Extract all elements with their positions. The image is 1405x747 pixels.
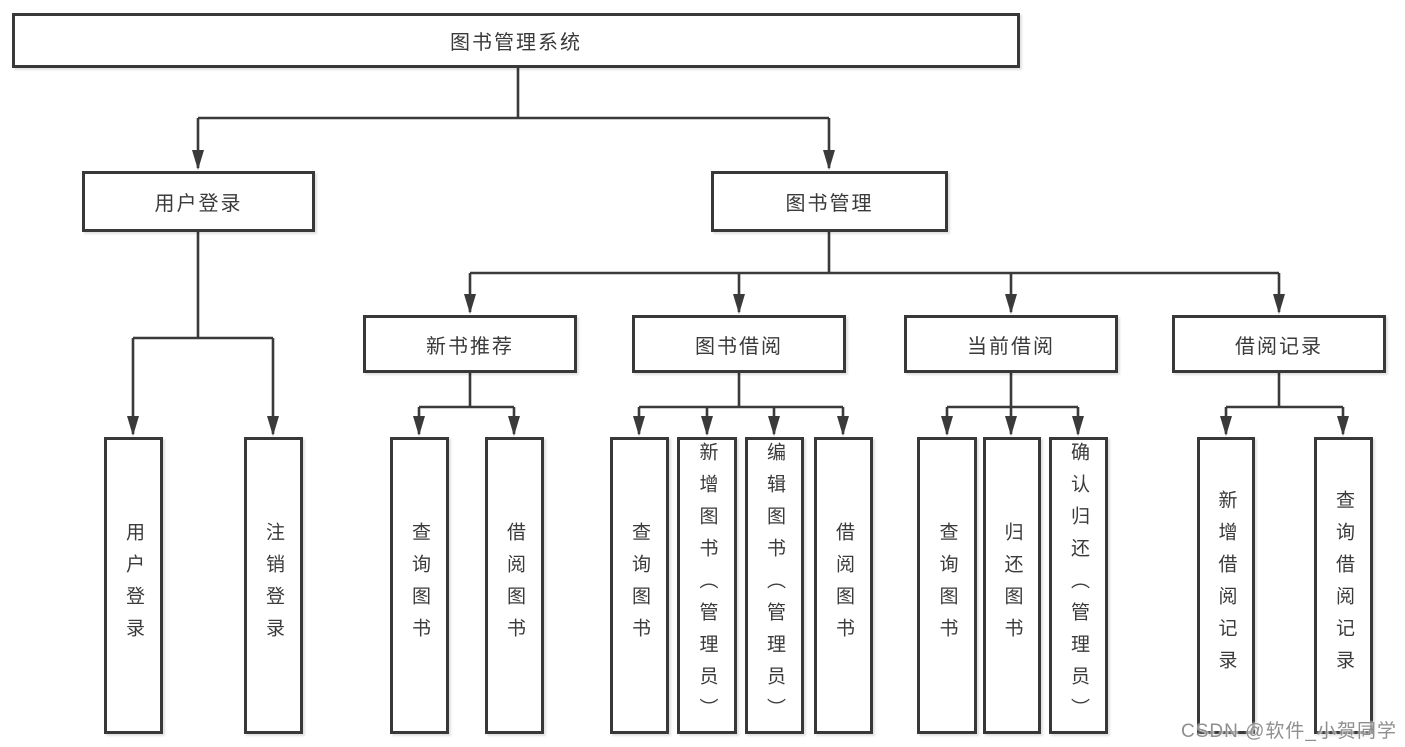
node-new-book-recommend-label: 新书推荐 [426,335,514,358]
leaf-add-borrow-record: 新增借阅记录 [1197,437,1255,734]
leaf-borrow-books-recommend: 借阅图书 [485,437,544,734]
node-book-management: 图书管理 [711,171,948,232]
leaf-return-book-label: 归还图书 [1001,521,1023,650]
node-new-book-recommend: 新书推荐 [363,315,577,373]
leaf-borrow-books-label: 借阅图书 [833,521,854,650]
node-book-borrow: 图书借阅 [632,315,846,373]
node-user-login-label: 用户登录 [154,193,243,215]
leaf-return-book: 归还图书 [983,437,1041,734]
node-book-borrow-label: 图书借阅 [695,335,783,358]
leaf-user-login: 用户登录 [104,437,163,734]
leaf-query-books-borrow-label: 查询图书 [629,521,650,650]
leaf-borrow-books: 借阅图书 [814,437,873,734]
leaf-query-borrow-record-label: 查询借阅记录 [1333,489,1354,682]
leaf-query-books-current-label: 查询图书 [936,521,958,650]
leaf-confirm-return-admin-label: 确认归还（管理员） [1068,441,1089,730]
node-borrow-records-label: 借阅记录 [1235,335,1323,358]
leaf-query-books-current: 查询图书 [917,437,977,734]
leaf-logout: 注销登录 [244,437,303,734]
node-root-label: 图书管理系统 [450,32,582,54]
leaf-edit-book-admin-label: 编辑图书（管理员） [764,441,785,730]
leaf-query-borrow-record: 查询借阅记录 [1314,437,1373,734]
watermark: CSDN @软件_小贺同学 [1181,721,1397,742]
node-book-management-label: 图书管理 [785,193,874,215]
node-root: 图书管理系统 [12,13,1020,68]
node-user-login: 用户登录 [82,171,315,232]
leaf-query-books-borrow: 查询图书 [610,437,669,734]
leaf-confirm-return-admin: 确认归还（管理员） [1049,437,1108,734]
leaf-add-borrow-record-label: 新增借阅记录 [1215,489,1237,682]
node-current-borrow: 当前借阅 [904,315,1118,373]
leaf-add-book-admin-label: 新增图书（管理员） [696,441,718,730]
leaf-logout-label: 注销登录 [263,521,284,650]
leaf-query-books-recommend-label: 查询图书 [409,521,430,650]
node-current-borrow-label: 当前借阅 [967,335,1055,358]
leaf-user-login-label: 用户登录 [123,521,144,650]
leaf-add-book-admin: 新增图书（管理员） [677,437,737,734]
leaf-borrow-books-recommend-label: 借阅图书 [504,521,525,650]
leaf-edit-book-admin: 编辑图书（管理员） [745,437,804,734]
leaf-query-books-recommend: 查询图书 [390,437,449,734]
node-borrow-records: 借阅记录 [1172,315,1386,373]
